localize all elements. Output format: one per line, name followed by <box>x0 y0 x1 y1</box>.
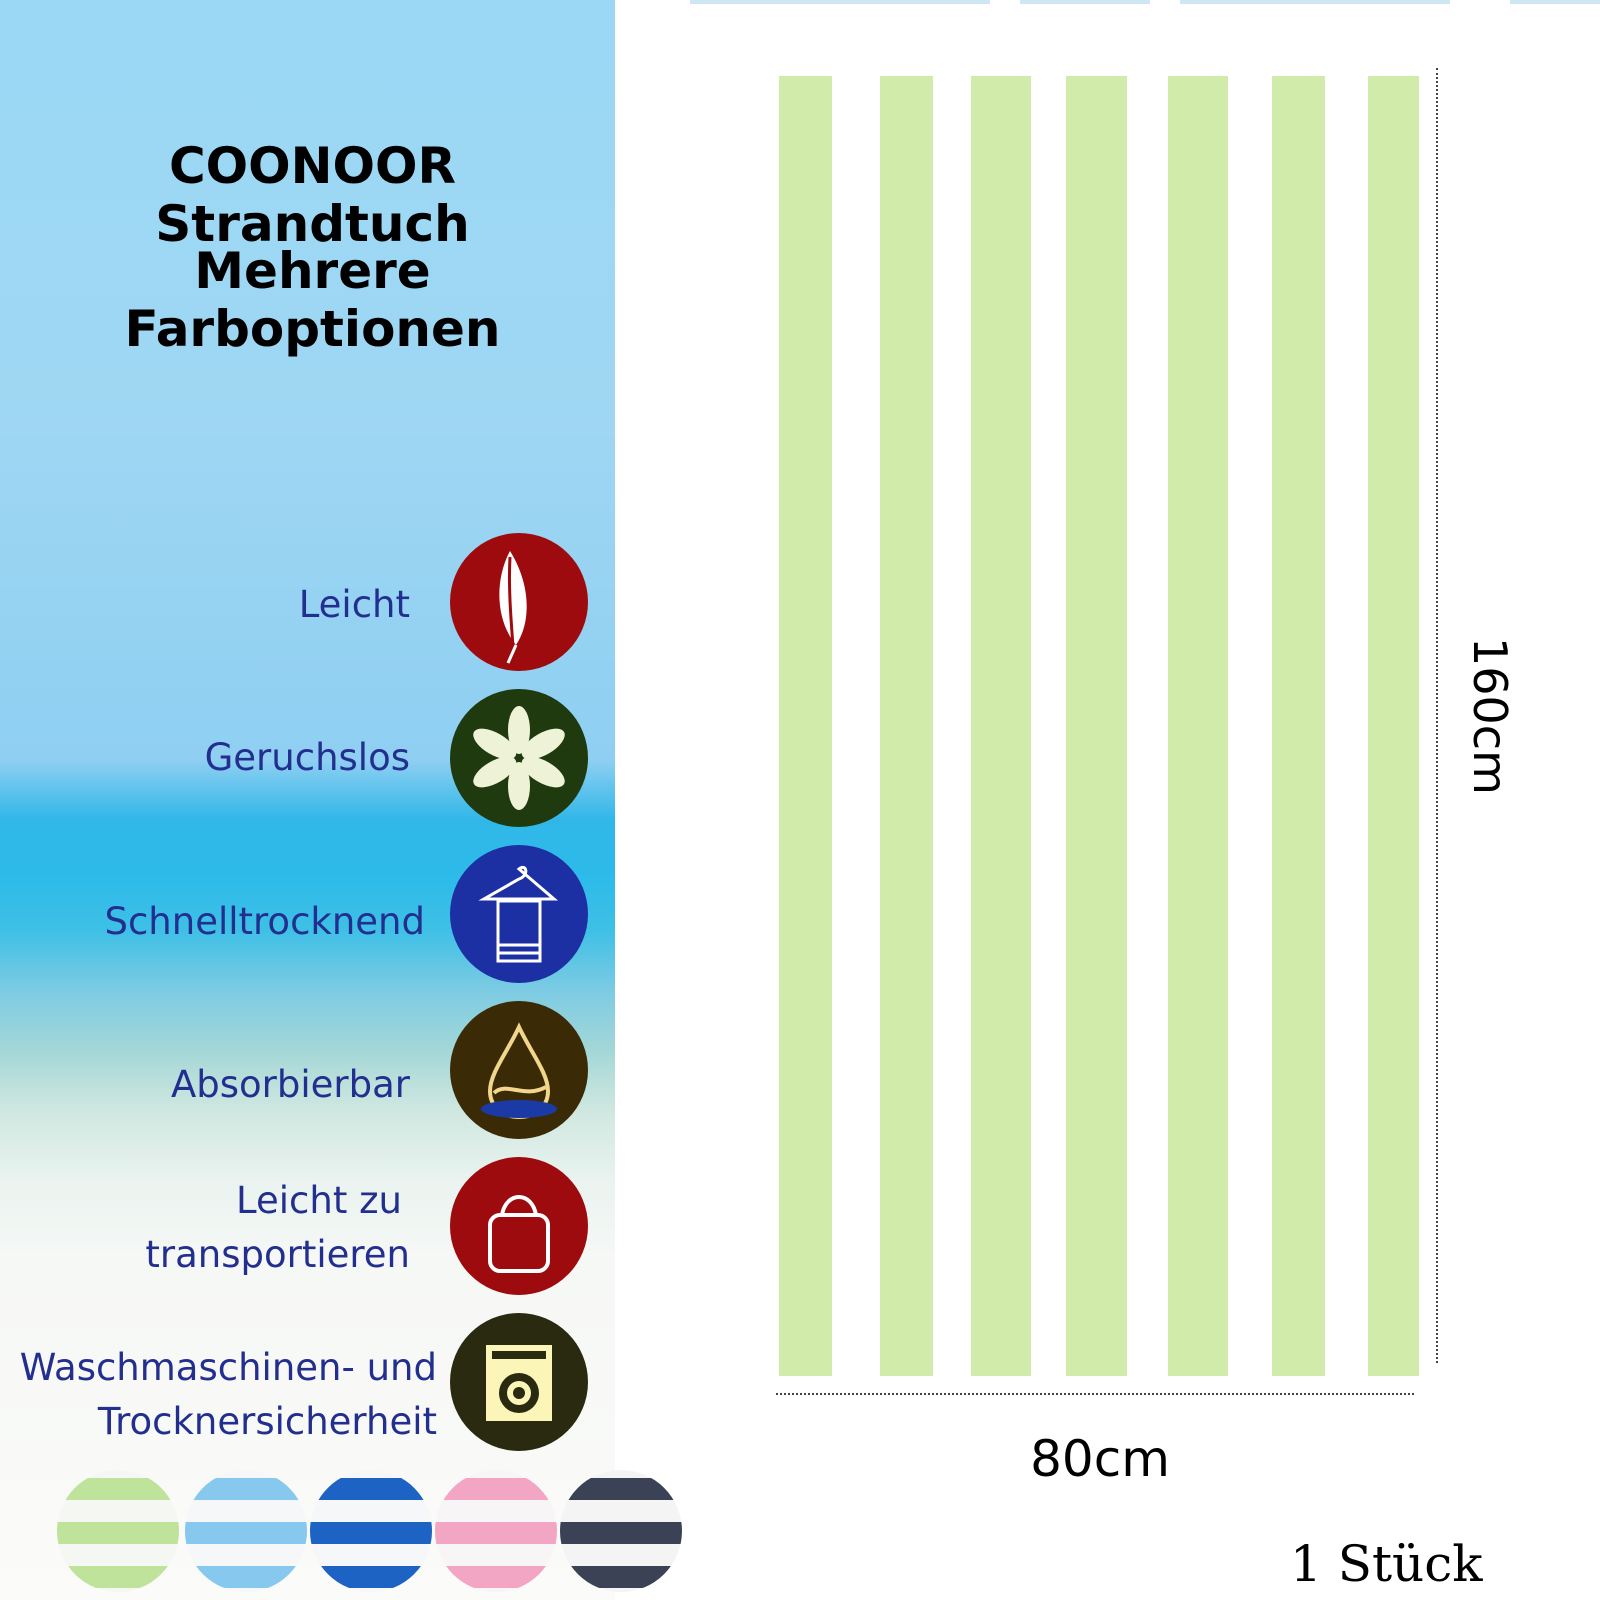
feature-label-machine-washable-line2: Trocknersicherheit <box>97 1400 437 1443</box>
feature-label-light: Leicht <box>298 583 410 626</box>
feature-label-portable: Leicht zu transportieren <box>145 1174 410 1282</box>
towel-stripe <box>1272 76 1325 1376</box>
feature-label-machine-washable-line1: Waschmaschinen- und <box>19 1346 437 1389</box>
color-swatch-green[interactable] <box>57 1470 179 1592</box>
flower-icon <box>450 689 588 827</box>
height-dimension-line <box>1436 68 1438 1363</box>
color-swatch-blue[interactable] <box>310 1470 432 1592</box>
feature-label-quick-dry: Schnelltrocknend <box>104 900 425 943</box>
bag-icon <box>450 1157 588 1295</box>
feature-label-absorbent: Absorbierbar <box>170 1063 410 1106</box>
quantity-label: 1 Stück <box>1290 1535 1483 1593</box>
product-title: COONOOR Strandtuch <box>155 137 470 253</box>
water-drop-icon <box>450 1001 588 1139</box>
color-swatch-light-blue[interactable] <box>185 1470 307 1592</box>
width-dimension-line <box>776 1393 1414 1395</box>
towel-stripe <box>1368 76 1419 1376</box>
feature-label-portable-line1: Leicht zu <box>236 1179 402 1222</box>
color-swatch-pink[interactable] <box>435 1470 557 1592</box>
towel-stripe <box>1066 76 1127 1376</box>
feature-label-machine-washable: Waschmaschinen- und Trocknersicherheit <box>20 1341 437 1449</box>
height-label: 160cm <box>1463 637 1517 795</box>
towel-stripe <box>880 76 933 1376</box>
feature-label-odorless: Geruchslos <box>204 736 410 779</box>
towel-hanger-icon <box>450 845 588 983</box>
feather-icon <box>450 533 588 671</box>
washing-machine-icon <box>450 1313 588 1451</box>
color-swatch-dark-grey[interactable] <box>560 1470 682 1592</box>
towel-stripe <box>779 76 832 1376</box>
towel-illustration <box>779 76 1419 1376</box>
product-subtitle: Mehrere Farboptionen <box>124 242 501 358</box>
width-label: 80cm <box>1030 1430 1170 1488</box>
towel-stripe <box>971 76 1031 1376</box>
towel-stripe <box>1168 76 1228 1376</box>
feature-label-portable-line2: transportieren <box>145 1233 410 1276</box>
